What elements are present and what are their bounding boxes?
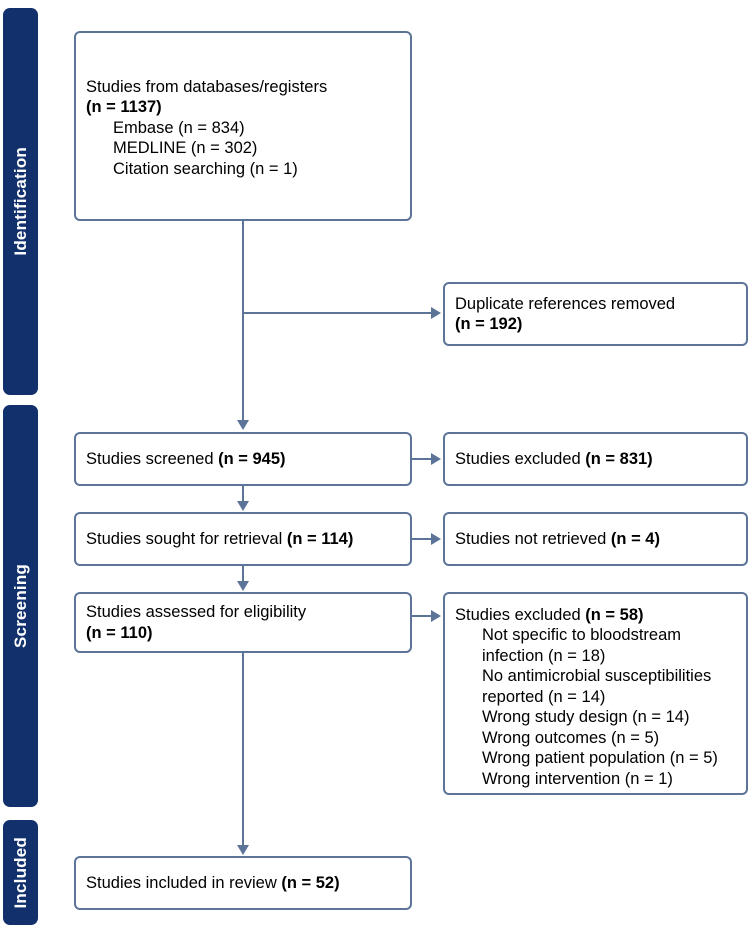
box-studies-assessed-for-eligibility: Studies assessed for eligibility (n = 11… [74, 592, 412, 653]
connector-assessed-to-excluded [412, 615, 433, 617]
included-count: (n = 52) [281, 873, 340, 892]
eligibility-excluded-title: Studies excluded [455, 606, 586, 624]
eligibility-excluded-count: (n = 58) [585, 606, 644, 624]
exclusion-reason-2: No antimicrobial susceptibilities report… [482, 667, 712, 706]
exclusion-reason-1: Not specific to bloodstream infection (n… [482, 626, 682, 665]
connector-to-duplicates [242, 312, 432, 314]
databases-source-citation: Citation searching (n = 1) [113, 159, 298, 178]
included-title: Studies included in review [86, 873, 282, 892]
box-studies-from-databases: Studies from databases/registers (n = 11… [74, 31, 412, 221]
screened-text: Studies screened (n = 945) [86, 449, 400, 469]
connector-screened-to-excluded [412, 458, 433, 460]
screened-excluded-title: Studies excluded [455, 449, 586, 468]
arrowhead-to-sought [237, 501, 249, 511]
arrowhead-not-retrieved [431, 533, 441, 545]
not-retrieved-count: (n = 4) [610, 529, 660, 548]
arrowhead-to-included [237, 845, 249, 855]
exclusion-reason-3: Wrong study design (n = 14) [482, 708, 690, 727]
exclusion-reason-6: Wrong intervention (n = 1) [482, 769, 673, 788]
connector-sought-to-not-retrieved [412, 538, 433, 540]
sought-text: Studies sought for retrieval (n = 114) [86, 529, 400, 549]
box-duplicate-references-removed: Duplicate references removed (n = 192) [443, 282, 748, 346]
arrowhead-screened-excluded [431, 453, 441, 465]
sought-title: Studies sought for retrieval [86, 529, 287, 548]
arrowhead-to-duplicates [431, 307, 441, 319]
screened-excluded-count: (n = 831) [585, 449, 653, 468]
phase-label-screening: Screening [11, 564, 30, 648]
phase-label-included: Included [11, 836, 30, 909]
not-retrieved-text: Studies not retrieved (n = 4) [455, 529, 736, 549]
eligibility-excluded-text: Studies excluded (n = 58) [455, 605, 736, 625]
box-studies-not-retrieved: Studies not retrieved (n = 4) [443, 512, 748, 566]
phase-bar-included: Included [3, 820, 38, 925]
exclusion-reason-4: Wrong outcomes (n = 5) [482, 728, 660, 747]
screened-title: Studies screened [86, 449, 219, 468]
databases-count: (n = 1137) [86, 98, 162, 117]
arrowhead-eligibility-excluded [431, 610, 441, 622]
phase-bar-identification: Identification [3, 8, 38, 395]
arrowhead-to-screened [237, 420, 249, 430]
box-studies-excluded-screening: Studies excluded (n = 831) [443, 432, 748, 486]
connector-screened-to-sought [242, 486, 244, 503]
connector-identification-trunk [242, 221, 244, 421]
duplicates-title: Duplicate references removed [455, 294, 676, 313]
exclusion-reason-5: Wrong patient population (n = 5) [482, 749, 718, 768]
databases-source-medline: MEDLINE (n = 302) [113, 139, 258, 158]
connector-sought-to-assessed [242, 566, 244, 583]
box-studies-sought-for-retrieval: Studies sought for retrieval (n = 114) [74, 512, 412, 566]
assessed-count: (n = 110) [86, 623, 153, 642]
assessed-title: Studies assessed for eligibility [86, 603, 307, 622]
duplicates-count: (n = 192) [455, 315, 523, 333]
arrowhead-to-assessed [237, 581, 249, 591]
not-retrieved-title: Studies not retrieved [455, 529, 611, 548]
databases-source-embase: Embase (n = 834) [113, 118, 245, 137]
included-text: Studies included in review (n = 52) [86, 873, 400, 893]
phase-bar-screening: Screening [3, 405, 38, 807]
box-studies-excluded-eligibility: Studies excluded (n = 58) Not specific t… [443, 592, 748, 795]
box-studies-screened: Studies screened (n = 945) [74, 432, 412, 486]
screened-excluded-text: Studies excluded (n = 831) [455, 449, 736, 469]
box-studies-included-in-review: Studies included in review (n = 52) [74, 856, 412, 910]
connector-assessed-to-included [242, 653, 244, 846]
phase-label-identification: Identification [11, 147, 30, 256]
screened-count: (n = 945) [218, 449, 286, 468]
sought-count: (n = 114) [286, 529, 354, 548]
databases-title: Studies from databases/registers [86, 78, 328, 96]
